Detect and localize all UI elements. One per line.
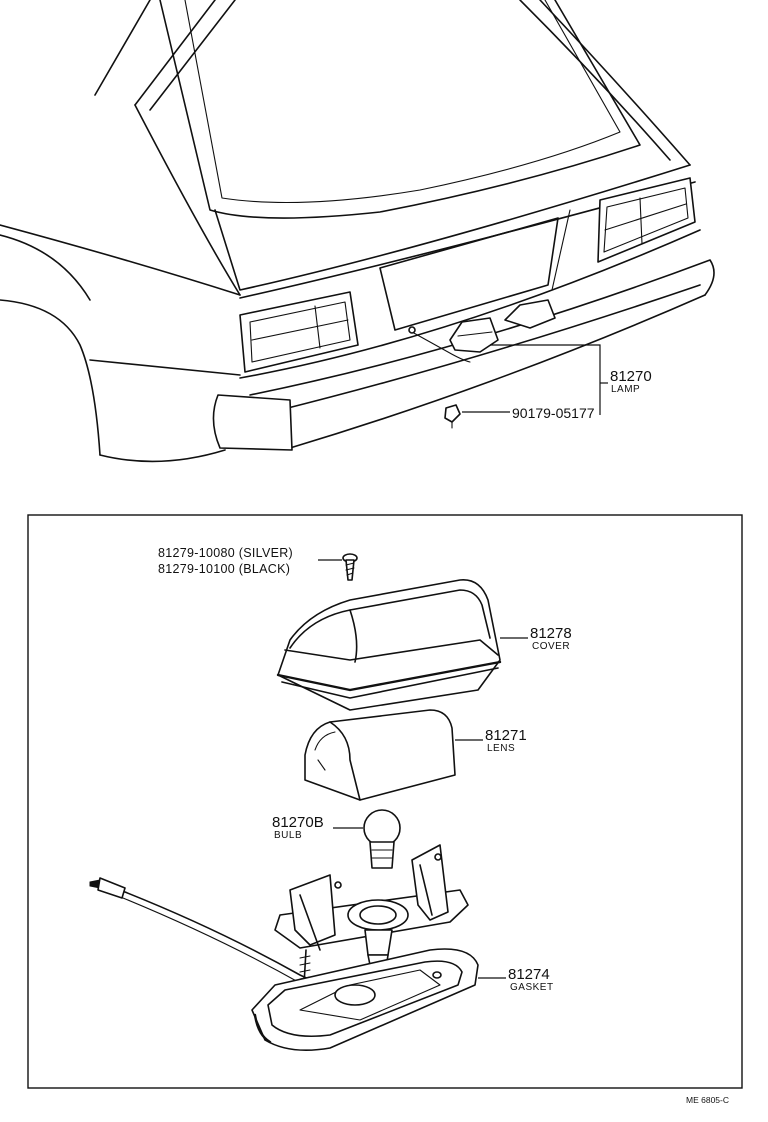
bulb-part-number: 81270B [272,814,324,831]
screw-silver-part-number: 81279-10080 (SILVER) [158,546,293,560]
screw-illustration [318,553,358,581]
lens-part-name: LENS [487,743,515,754]
figure-reference: ME 6805-C [686,1095,729,1105]
gasket-part-number: 81274 [508,966,550,983]
bulb-part-name: BULB [274,830,302,841]
gasket-illustration [251,948,479,1052]
socket-bracket-illustration [274,844,469,986]
screw-black-part-number: 81279-10100 (BLACK) [158,562,290,576]
lamp-part-number: 81270 [610,368,652,385]
exploded-view-frame [27,514,743,1089]
cover-illustration [276,579,502,711]
lamp-part-name: LAMP [611,384,640,395]
cover-part-number: 81278 [530,625,572,642]
lens-part-number: 81271 [485,727,527,744]
clip-part-number: 90179-05177 [512,405,595,421]
cover-part-name: COVER [532,641,570,652]
bulb-illustration [363,809,401,869]
lens-illustration [304,709,456,801]
car-rear-illustration [0,0,715,463]
gasket-part-name: GASKET [510,982,554,993]
